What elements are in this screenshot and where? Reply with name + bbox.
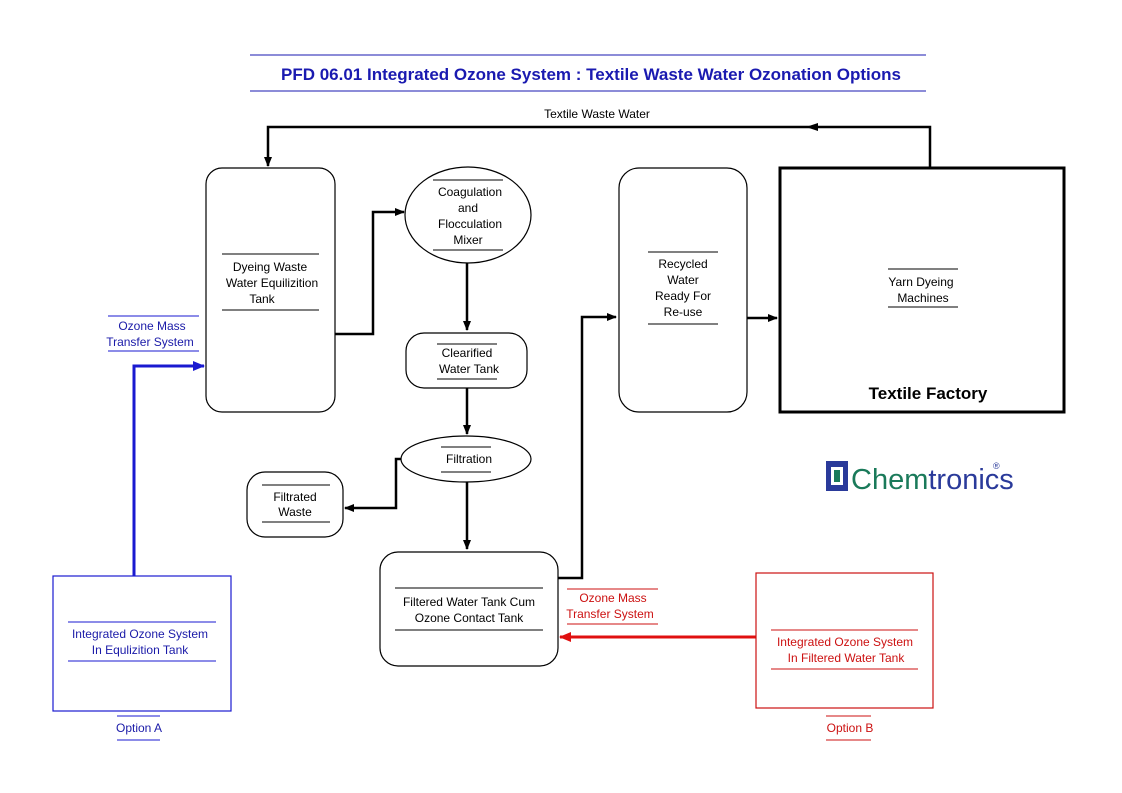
flow-label-textile-waste-water: Textile Waste Water (544, 107, 650, 121)
filtered-tank-line2: Ozone Contact Tank (415, 611, 525, 625)
textile-factory-node: Yarn Dyeing Machines Textile Factory (778, 166, 1066, 414)
option-a-group: Ozone Mass Transfer System Integrated Oz… (52, 315, 232, 741)
flow-filtration-to-waste (344, 457, 401, 512)
clearified-line1: Clearified (442, 346, 493, 360)
clearified-line2: Water Tank (439, 362, 500, 376)
chemtronics-logo-text: Chemtronics (851, 464, 1014, 496)
flow-tank-to-coagulation (335, 208, 405, 336)
recycled-line4: Re-use (664, 305, 703, 319)
ozone-label-b-line1: Ozone Mass (579, 591, 646, 605)
option-a-box-line2: In Equlizition Tank (92, 643, 190, 657)
dyeing-tank-line2: Water Equilizition (226, 276, 318, 290)
yarn-dyeing-line2: Machines (897, 291, 948, 305)
dyeing-tank-line3: Tank (249, 292, 275, 306)
recycled-line2: Water (667, 273, 699, 287)
ozone-label-a-line1: Ozone Mass (118, 319, 185, 333)
option-a-box-line1: Integrated Ozone System (72, 627, 208, 641)
coagulation-line4: Mixer (453, 233, 482, 247)
flow-filtered-to-recycled (558, 313, 617, 580)
yarn-dyeing-line1: Yarn Dyeing (888, 275, 953, 289)
recycled-water-node: Recycled Water Ready For Re-use (618, 167, 748, 413)
filtrated-waste-node: Filtrated Waste (246, 471, 344, 538)
textile-waste-water-line (264, 125, 932, 168)
mid-arrow-head (806, 123, 818, 131)
option-a-label: Option A (116, 721, 162, 735)
filtrated-waste-line1: Filtrated (273, 490, 316, 504)
chemtronics-logo: Chemtronics ® (826, 461, 1014, 496)
clearified-water-tank-node: Clearified Water Tank (405, 332, 528, 389)
coagulation-mixer-node: Coagulation and Flocculation Mixer (404, 166, 532, 264)
coagulation-line1: Coagulation (438, 185, 502, 199)
dyeing-tank-line1: Dyeing Waste (233, 260, 308, 274)
ozone-label-b-line2: Transfer System (566, 607, 654, 621)
recycled-line3: Ready For (655, 289, 711, 303)
ozone-label-a-line2: Transfer System (106, 335, 194, 349)
dyeing-waste-tank-node: Dyeing Waste Water Equilizition Tank (205, 167, 336, 413)
ozone-feed-line-a (132, 361, 205, 576)
option-b-box-line1: Integrated Ozone System (777, 635, 913, 649)
option-b-label: Option B (827, 721, 874, 735)
option-b-group: Ozone Mass Transfer System Integrated Oz… (559, 572, 934, 741)
coagulation-line3: Flocculation (438, 217, 502, 231)
textile-factory-label: Textile Factory (869, 384, 988, 403)
filtrated-waste-line2: Waste (278, 505, 312, 519)
filtered-water-tank-node: Filtered Water Tank Cum Ozone Contact Ta… (379, 551, 559, 667)
recycled-line1: Recycled (658, 257, 707, 271)
diagram-title: PFD 06.01 Integrated Ozone System : Text… (281, 65, 901, 84)
coagulation-line2: and (458, 201, 478, 215)
filtered-tank-line1: Filtered Water Tank Cum (403, 595, 535, 609)
option-b-box-line2: In Filtered Water Tank (788, 651, 906, 665)
registered-mark: ® (993, 461, 1000, 471)
filtration-node: Filtration (400, 435, 532, 483)
filtration-label: Filtration (446, 452, 492, 466)
